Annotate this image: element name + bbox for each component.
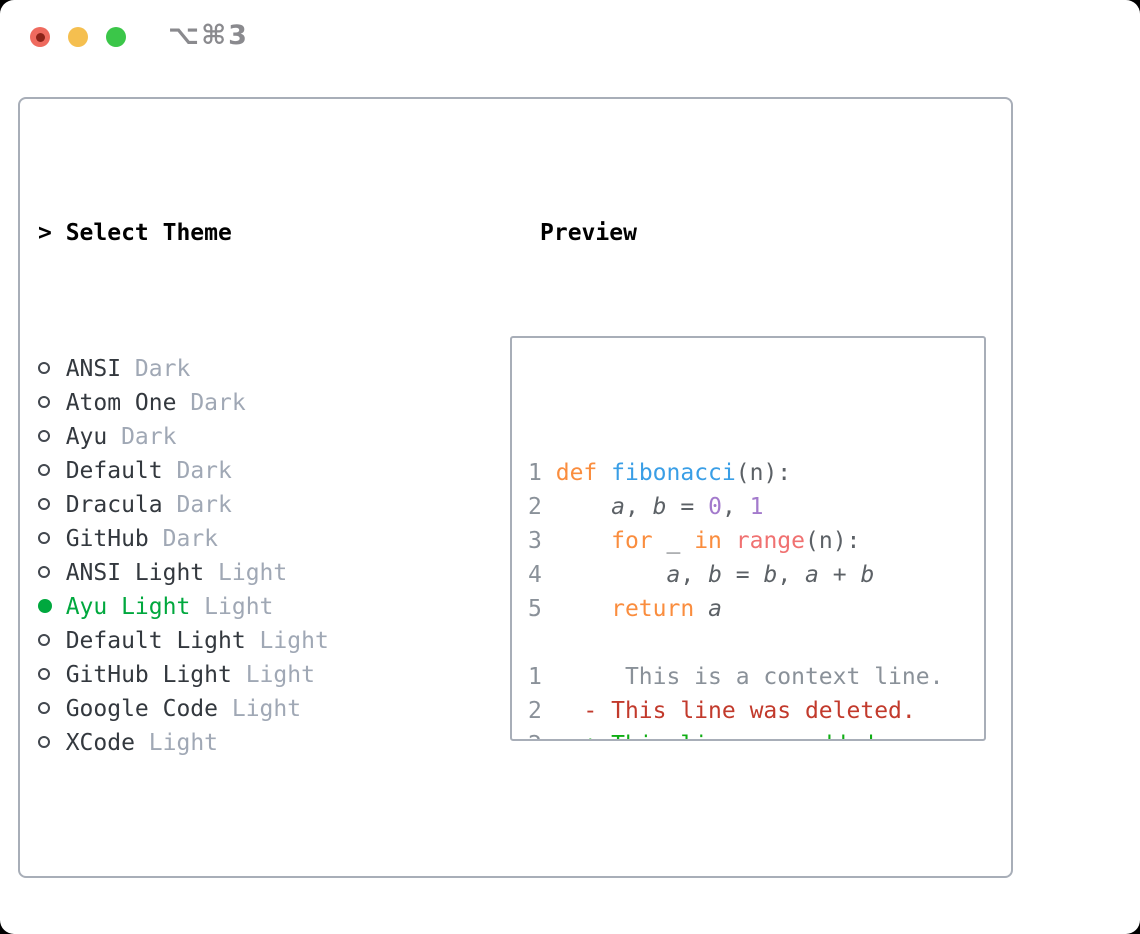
theme-option-label: GitHub Light bbox=[65, 662, 232, 688]
titlebar: ⌥⌘3 bbox=[0, 0, 1140, 97]
line-number: 1 bbox=[528, 664, 542, 690]
radio-selected-icon bbox=[38, 590, 66, 624]
theme-option-google-code[interactable]: Google Code Light bbox=[38, 692, 502, 726]
theme-option-label: Default bbox=[65, 458, 163, 484]
close-dot-icon bbox=[35, 32, 45, 42]
variant-label: Dark bbox=[148, 526, 219, 552]
theme-option-label: Dracula bbox=[65, 492, 163, 518]
theme-option-label: GitHub bbox=[65, 526, 149, 552]
blank-line bbox=[528, 422, 984, 456]
radio-icon bbox=[38, 386, 66, 420]
close-button[interactable] bbox=[30, 27, 50, 47]
preview-title: Preview bbox=[540, 220, 637, 246]
code-line: 2 a, b = 0, 1 bbox=[528, 494, 764, 520]
variant-label: Light bbox=[204, 560, 288, 586]
radio-icon bbox=[38, 624, 66, 658]
radio-icon bbox=[38, 352, 66, 386]
line-number: 2 bbox=[528, 698, 542, 724]
diff-line-added: 2 + This line was added. bbox=[528, 728, 984, 739]
zoom-button[interactable] bbox=[106, 27, 126, 47]
line-number: 4 bbox=[528, 562, 542, 588]
blank-line bbox=[528, 626, 984, 660]
theme-option-default-light[interactable]: Default Light Light bbox=[38, 624, 502, 658]
line-number: 2 bbox=[528, 732, 542, 739]
radio-icon bbox=[38, 488, 66, 522]
line-number: 2 bbox=[528, 494, 542, 520]
diff-line-context: 1 This is a context line. bbox=[528, 660, 984, 694]
theme-option-xcode[interactable]: XCode Light bbox=[38, 726, 502, 760]
diff-line-deleted: 2 - This line was deleted. bbox=[528, 694, 984, 728]
radio-icon bbox=[38, 658, 66, 692]
radio-icon bbox=[38, 692, 66, 726]
theme-option-github[interactable]: GitHub Dark bbox=[38, 522, 502, 556]
variant-label: Dark bbox=[162, 458, 232, 484]
theme-option-label: Ayu Light bbox=[65, 594, 191, 620]
theme-option-label: ANSI bbox=[65, 356, 122, 382]
minimize-button[interactable] bbox=[68, 27, 88, 47]
theme-option-ansi-light[interactable]: ANSI Light Light bbox=[38, 556, 502, 590]
window-title: ⌥⌘3 bbox=[168, 20, 249, 51]
line-number: 3 bbox=[528, 528, 542, 554]
theme-option-label: Ayu bbox=[65, 424, 108, 450]
traffic-lights bbox=[30, 27, 126, 47]
variant-label: Dark bbox=[121, 356, 191, 382]
variant-label: Light bbox=[245, 628, 329, 654]
code-line: 1 def fibonacci(n): bbox=[528, 460, 792, 486]
variant-label: Dark bbox=[162, 492, 232, 518]
variant-label: Light bbox=[231, 662, 315, 688]
theme-option-default[interactable]: Default Dark bbox=[38, 454, 502, 488]
theme-option-label: ANSI Light bbox=[65, 560, 205, 586]
select-theme-title: Select Theme bbox=[65, 220, 232, 246]
theme-option-label: XCode bbox=[65, 730, 135, 756]
code-line: 5 return a bbox=[528, 596, 722, 622]
variant-label: Dark bbox=[107, 424, 177, 450]
variant-label: Light bbox=[134, 730, 219, 756]
theme-option-ayu[interactable]: Ayu Dark bbox=[38, 420, 502, 454]
theme-option-ayu-light[interactable]: Ayu Light Light bbox=[38, 590, 502, 624]
theme-option-dracula[interactable]: Dracula Dark bbox=[38, 488, 502, 522]
theme-option-github-light[interactable]: GitHub Light Light bbox=[38, 658, 502, 692]
radio-icon bbox=[38, 454, 66, 488]
radio-icon bbox=[38, 556, 66, 590]
code-preview: 1 def fibonacci(n): 2 a, b = 0, 1 3 for _ … bbox=[528, 422, 984, 739]
preview-box: 1 def fibonacci(n): 2 a, b = 0, 1 3 for _ … bbox=[510, 336, 986, 741]
prompt-chevron-icon: > bbox=[38, 220, 52, 246]
variant-label: Light bbox=[190, 594, 274, 620]
radio-icon bbox=[38, 420, 66, 454]
radio-icon bbox=[38, 726, 66, 760]
line-number: 5 bbox=[528, 596, 542, 622]
code-line: 3 for _ in range(n): bbox=[528, 528, 861, 554]
radio-icon bbox=[38, 522, 66, 556]
diff-text: This is a context line. bbox=[541, 664, 944, 690]
diff-text: - This line was deleted. bbox=[541, 698, 916, 724]
theme-option-label: Atom One bbox=[65, 390, 177, 416]
variant-label: Dark bbox=[176, 390, 246, 416]
theme-option-atom-one[interactable]: Atom One Dark bbox=[38, 386, 502, 420]
preview-column: Preview 1 def fibonacci(n): 2 a, b = 0, 1… bbox=[502, 148, 987, 876]
select-theme-header: > Select Theme bbox=[38, 216, 502, 250]
theme-option-ansi[interactable]: ANSI Dark bbox=[38, 352, 502, 386]
theme-option-label: Google Code bbox=[65, 696, 219, 722]
line-number: 1 bbox=[528, 460, 542, 486]
diff-text: + This line was added. bbox=[542, 732, 888, 739]
variant-label: Light bbox=[218, 696, 302, 722]
code-line: 4 a, b = b, a + b bbox=[528, 562, 875, 588]
apply-to-section: Apply To User SettingsWorkspace Settings bbox=[38, 896, 502, 934]
theme-option-label: Default Light bbox=[65, 628, 246, 654]
